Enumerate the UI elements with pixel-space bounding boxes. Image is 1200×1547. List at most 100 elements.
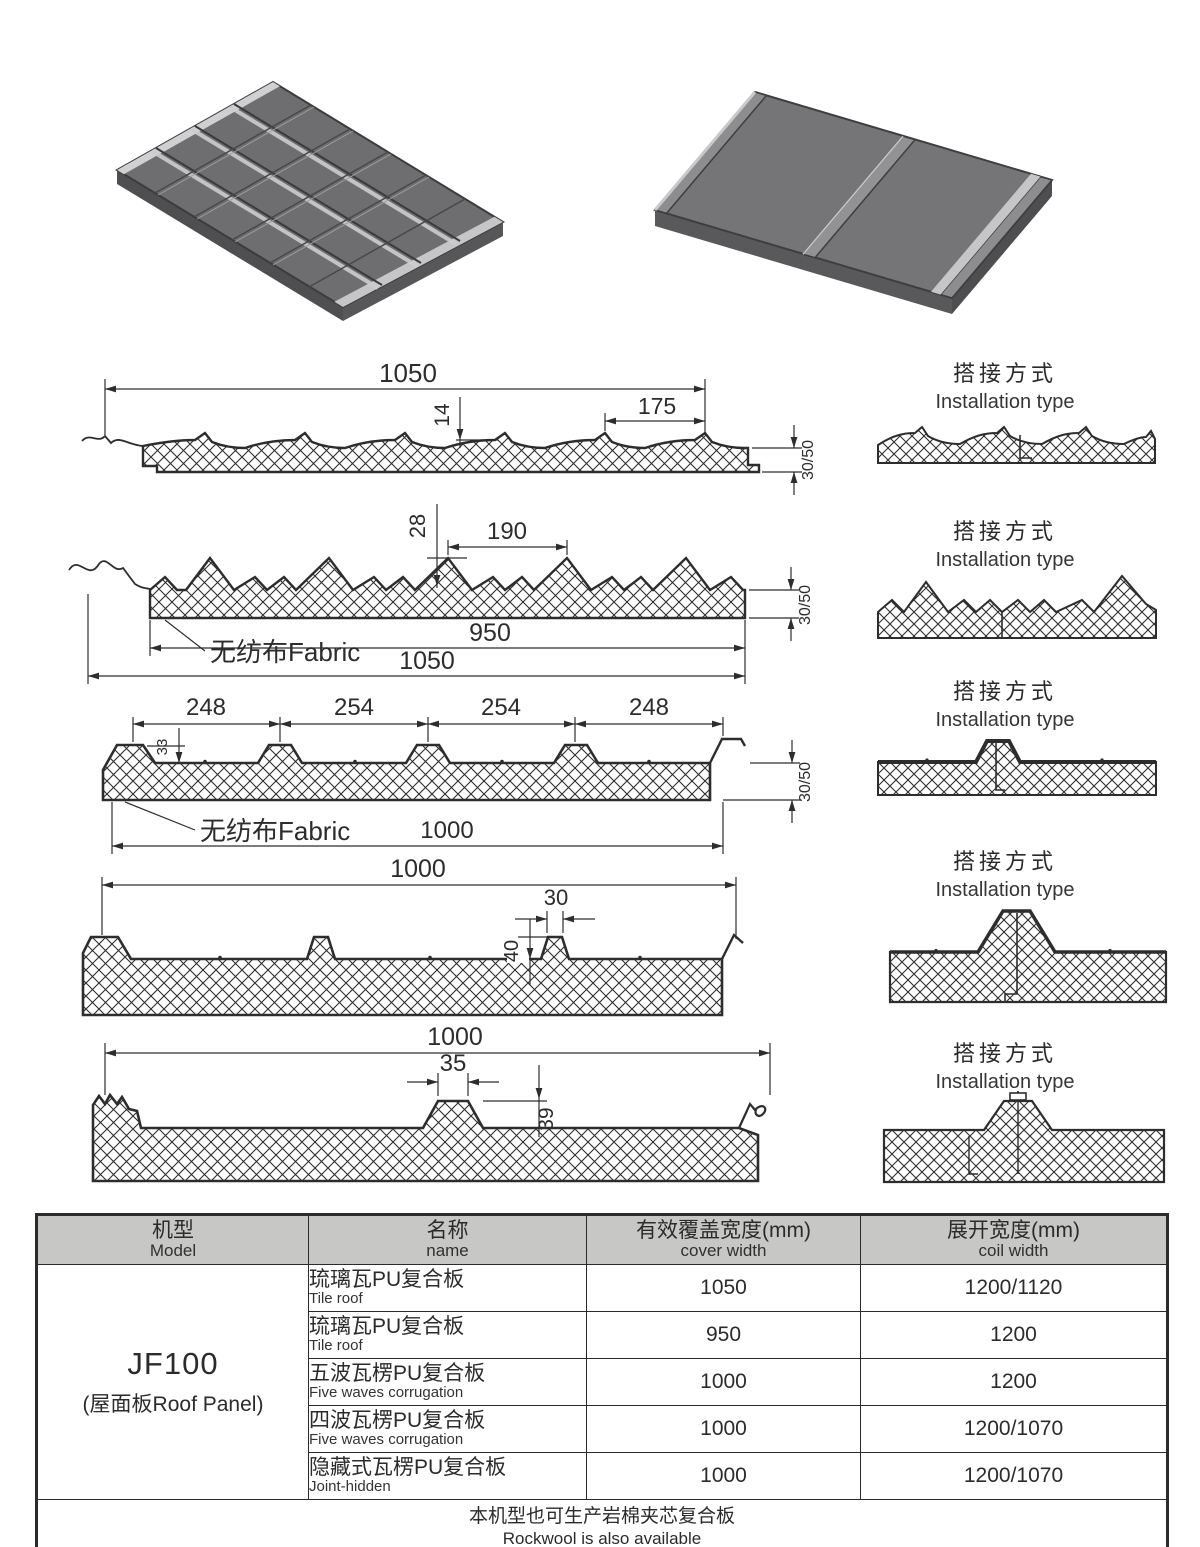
dim-label-width: 1000: [427, 1025, 483, 1051]
screw-head: [1009, 1092, 1027, 1101]
dim-label-pitch: 175: [638, 393, 676, 419]
panel-section: [148, 556, 747, 620]
dim-label-width: 1050: [399, 647, 455, 675]
table-row: JF100 (屋面板Roof Panel) 琉璃瓦PU复合板 Tile roof…: [36, 1264, 1168, 1500]
name-cell: 四波瓦楞PU复合板 Five waves corrugation: [308, 1405, 587, 1453]
installation-header-2: 搭接方式 Installation type: [935, 519, 1075, 571]
model-code: JF100: [127, 1346, 219, 1381]
dim-label-width: 1000: [420, 817, 473, 844]
fabric-label: 无纺布Fabric: [200, 816, 350, 846]
name-cell: 琉璃瓦PU复合板 Tile roof: [308, 1311, 587, 1359]
model-cell: JF100 (屋面板Roof Panel): [36, 1264, 309, 1500]
panel-section: [81, 935, 724, 1017]
dimension-arrows: [102, 881, 736, 959]
joint-line: [995, 742, 1005, 791]
table-footer-row: 本机型也可生产岩棉夹芯复合板 Rockwool is also availabl…: [36, 1499, 1168, 1547]
dimension-arrows: [105, 385, 798, 483]
dim-label-seg3: 254: [481, 694, 521, 721]
cover-width-cell: 1050: [586, 1264, 861, 1312]
footer-note-en: Rockwool is also available: [502, 1529, 702, 1547]
break-line: [68, 560, 151, 590]
installation-header-5: 搭接方式 Installation type: [935, 1041, 1075, 1093]
installation-diagram-joint-hidden: [882, 1091, 1166, 1184]
dim-label-seg2: 254: [334, 694, 374, 721]
installation-header-3: 搭接方式 Installation type: [935, 679, 1075, 731]
installation-title-zh: 搭接方式: [952, 361, 1057, 386]
fabric-label: 无纺布Fabric: [210, 637, 360, 667]
dim-label-rib: 40: [501, 940, 523, 962]
break-line: [81, 434, 144, 447]
cover-width-cell: 1000: [586, 1405, 861, 1453]
edge-hook: [738, 1101, 767, 1129]
footer-cell: 本机型也可生产岩棉夹芯复合板 Rockwool is also availabl…: [36, 1499, 1168, 1547]
installation-diagram-tile-1050: [877, 425, 1156, 464]
tile-roof-panel-3d: [115, 80, 506, 321]
dim-label-ribtop: 30: [544, 885, 568, 910]
col-header-coil-width: 展开宽度(mm) coil width: [860, 1214, 1168, 1265]
col-header-name: 名称 name: [308, 1214, 587, 1265]
installation-diagram-four-waves: [888, 909, 1168, 1004]
installation-diagram-five-waves: [877, 739, 1157, 796]
coil-width-cell: 1200/1120: [860, 1264, 1168, 1312]
dimension-arrows: [105, 1049, 770, 1099]
seam-line: [968, 1136, 978, 1175]
edge-hook: [708, 737, 747, 764]
model-desc: (屋面板Roof Panel): [82, 1393, 264, 1416]
col-header-model: 机型 Model: [36, 1214, 309, 1265]
profile-five-waves: 248 254 254 248 33 无纺布Fabric 1000 30/50: [101, 694, 814, 854]
name-cell: 隐藏式瓦楞PU复合板 Joint-hidden: [308, 1452, 587, 1500]
cover-width-cell: 1000: [586, 1452, 861, 1500]
profile-four-waves: 1000 30 40: [81, 855, 744, 1017]
rib-nubs: [218, 955, 642, 960]
dim-label-cover: 950: [469, 619, 511, 647]
dim-label-height: 28: [405, 514, 430, 538]
table-row: 四波瓦楞PU复合板 Five waves corrugation 1000 12…: [37, 1405, 1168, 1453]
profile-tile-roof-950: 28 190 无纺布Fabric 950 1050 30/50: [68, 504, 814, 684]
joint-line: [1019, 435, 1032, 459]
joint-line: [1004, 913, 1018, 1001]
edge-hook: [720, 933, 744, 960]
profile-tile-roof-1050: 1050 14 175 30/50: [81, 358, 817, 495]
dim-label-thickness: 30/50: [800, 440, 817, 480]
installation-title-en: Installation type: [935, 390, 1075, 413]
dim-label-thickness: 30/50: [797, 762, 814, 802]
panel-section: [101, 743, 712, 802]
sheet-top: [890, 909, 1166, 954]
panel-section: [141, 431, 761, 474]
dim-label-pitch: 190: [487, 518, 527, 545]
dimension-lines: [104, 1043, 771, 1137]
dim-label-seg4: 248: [629, 694, 669, 721]
dim-label-width: 1000: [390, 855, 446, 883]
dim-label-width: 1050: [379, 358, 437, 388]
sheet-top: [878, 739, 1156, 764]
dimension-lines: [87, 504, 799, 684]
standing-seam-panel-3d: [653, 90, 1054, 314]
dim-label-rib: 33: [154, 739, 171, 756]
cover-width-cell: 950: [586, 1311, 861, 1359]
gap-mark: [507, 955, 529, 963]
footer-note-zh: 本机型也可生产岩棉夹芯复合板: [468, 1506, 735, 1528]
dim-label-ribtop: 35: [440, 1050, 467, 1077]
profile-joint-hidden: 1000 35 39: [91, 1025, 771, 1183]
cover-width-cell: 1000: [586, 1358, 861, 1406]
dim-label-rib: 39: [535, 1107, 558, 1130]
coil-width-cell: 1200/1070: [860, 1452, 1168, 1500]
installation-header-4: 搭接方式 Installation type: [935, 849, 1075, 901]
coil-width-cell: 1200/1070: [860, 1405, 1168, 1453]
dim-label-seg1: 248: [186, 694, 226, 721]
name-cell: 琉璃瓦PU复合板 Tile roof: [308, 1264, 587, 1312]
dim-label-thickness: 30/50: [797, 585, 814, 625]
table-row: 琉璃瓦PU复合板 Tile roof 950 1200: [37, 1311, 1168, 1359]
spec-table: 机型 Model 名称 name 有效覆盖宽度(mm) cover width …: [35, 1213, 1169, 1547]
name-cell: 五波瓦楞PU复合板 Five waves corrugation: [308, 1358, 587, 1406]
installation-diagram-tile-950: [877, 574, 1157, 639]
table-row: 五波瓦楞PU复合板 Five waves corrugation 1000 12…: [37, 1358, 1168, 1406]
rib-nubs: [203, 759, 651, 764]
coil-width-cell: 1200: [860, 1358, 1168, 1406]
dim-label-height: 14: [431, 403, 454, 427]
coil-width-cell: 1200: [860, 1311, 1168, 1359]
dimension-arrows: [88, 543, 795, 680]
col-header-cover-width: 有效覆盖宽度(mm) cover width: [586, 1214, 861, 1265]
dimension-arrows: [112, 720, 796, 850]
